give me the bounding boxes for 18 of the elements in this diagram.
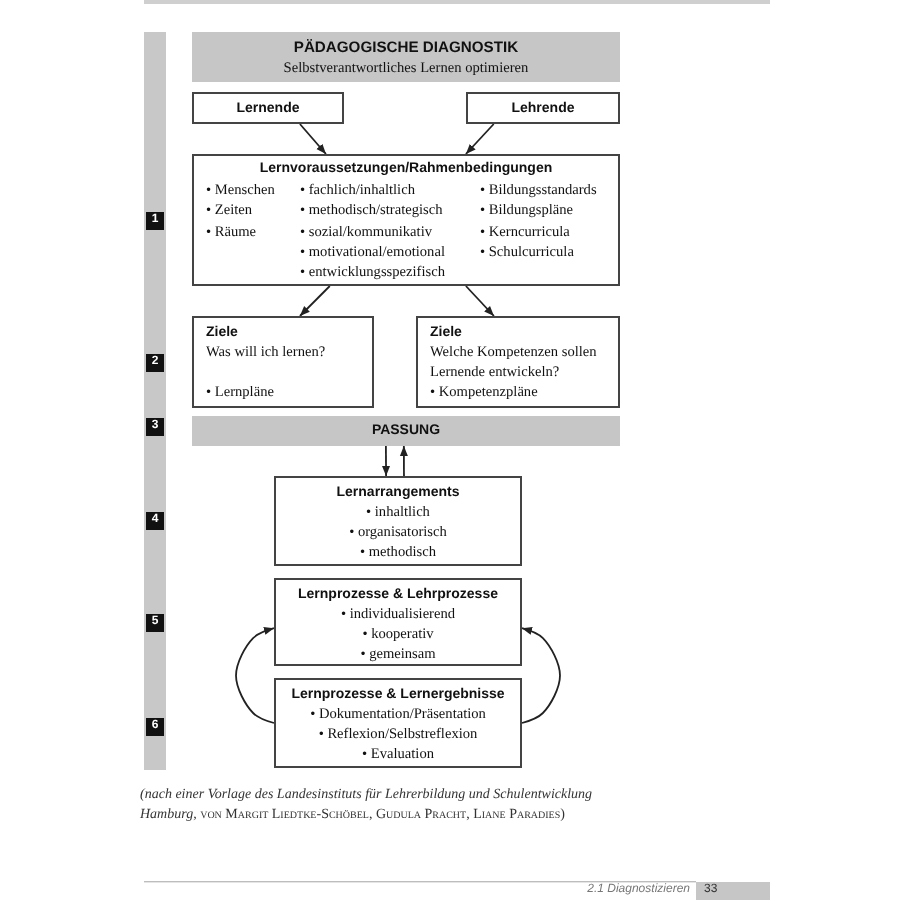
goal-box — [192, 316, 374, 408]
arrow — [299, 285, 331, 317]
goal-box — [416, 316, 620, 408]
arrow — [299, 123, 327, 155]
curved-arrow — [235, 627, 275, 724]
stage-box — [274, 476, 522, 566]
arrow — [382, 445, 391, 477]
actor-box — [192, 92, 344, 124]
actor-box — [466, 92, 620, 124]
matching-band — [192, 416, 620, 446]
arrow — [465, 123, 495, 155]
conditions-box — [192, 154, 620, 286]
stage-box — [274, 578, 522, 666]
arrow — [465, 285, 495, 317]
title-banner — [192, 32, 620, 82]
arrow — [399, 445, 408, 477]
stage-box — [274, 678, 522, 768]
curved-arrow — [521, 627, 561, 724]
